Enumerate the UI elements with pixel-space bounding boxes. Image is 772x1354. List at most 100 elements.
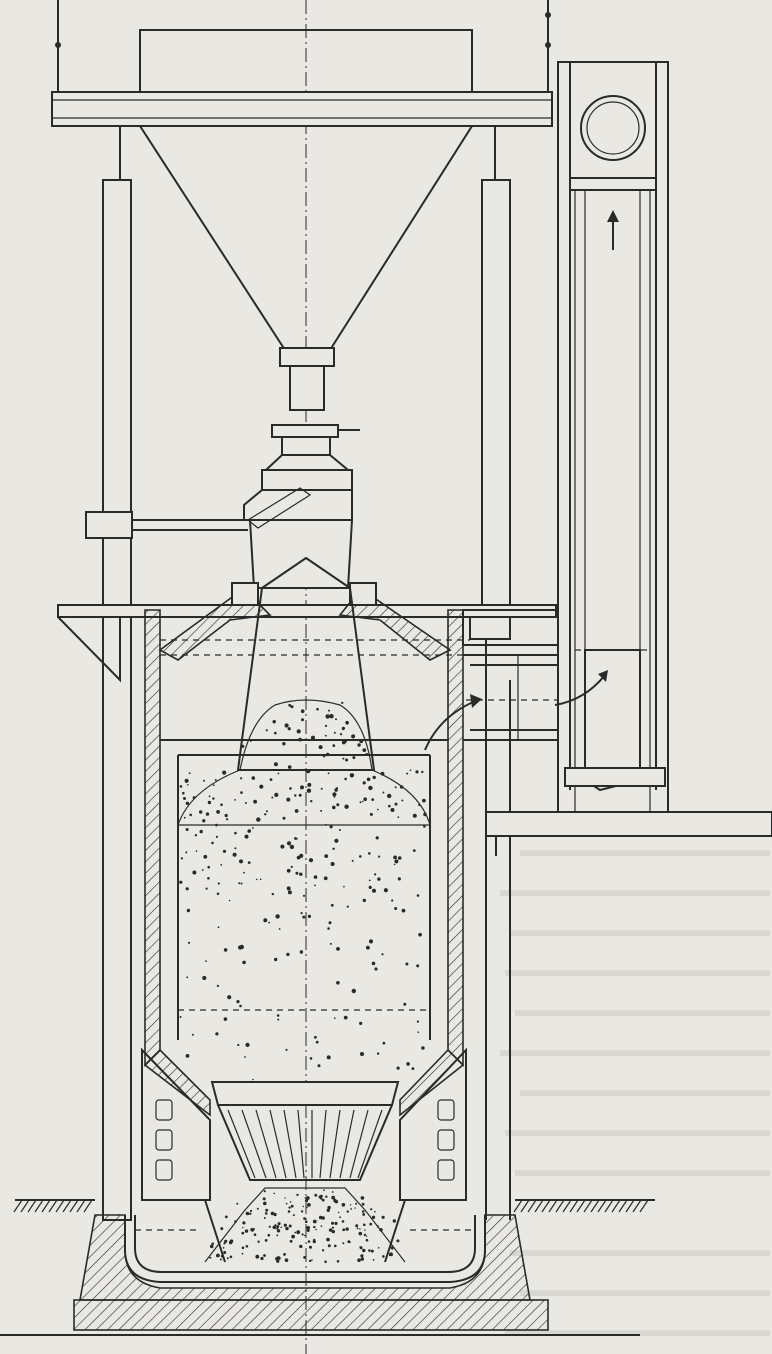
ash-particle: [263, 1217, 266, 1219]
ash-particle: [285, 1202, 288, 1205]
fuel-particle: [390, 808, 395, 812]
fuel-particle: [203, 779, 205, 782]
ash-particle: [300, 1210, 304, 1213]
fuel-particle: [223, 948, 228, 952]
ground-hatch-tick: [48, 1199, 58, 1213]
fuel-particle: [277, 1018, 280, 1021]
fuel-particle: [421, 770, 424, 774]
fuel-particle: [234, 847, 237, 850]
fuel-particle: [416, 1020, 419, 1023]
ash-particle: [296, 1230, 301, 1235]
fuel-particle: [266, 810, 268, 813]
ground-hatch-tick: [611, 1199, 621, 1213]
fuel-particle: [182, 791, 185, 795]
fuel-particle: [205, 887, 208, 890]
fuel-particle: [180, 857, 183, 860]
ash-particle: [242, 1221, 246, 1225]
ash-particle: [326, 1237, 330, 1242]
fuel-particle: [212, 797, 215, 800]
ash-particle: [355, 1224, 359, 1228]
fuel-particle: [401, 799, 404, 802]
fuel-particle: [328, 921, 332, 925]
fuel-particle: [363, 797, 368, 801]
fuel-particle: [287, 765, 292, 769]
fuel-particle: [330, 862, 335, 866]
fuel-particle: [299, 872, 303, 876]
fuel-particle: [342, 757, 345, 760]
fuel-particle: [406, 772, 409, 775]
fuel-particle: [220, 864, 223, 866]
fuel-particle: [207, 865, 210, 869]
ash-particle: [360, 1257, 364, 1261]
fuel-particle: [320, 809, 323, 812]
fuel-particle: [317, 1064, 321, 1068]
ash-particle: [303, 1217, 306, 1220]
top-beam: [51, 91, 553, 127]
fuel-particle: [394, 802, 398, 806]
ash-particle: [305, 1196, 310, 1200]
fuel-particle: [286, 797, 291, 802]
ash-particle: [368, 1249, 371, 1252]
fuel-particle: [329, 825, 333, 829]
ash-particle: [315, 1228, 317, 1231]
fuel-particle: [226, 818, 229, 821]
fuel-particle: [205, 960, 207, 962]
ash-particle: [304, 1234, 306, 1237]
fuel-particle: [409, 769, 412, 771]
ash-particle: [211, 1242, 214, 1246]
ash-particle: [249, 1212, 252, 1216]
fuel-particle: [268, 921, 271, 924]
fuel-particle: [298, 793, 302, 797]
fuel-particle: [234, 799, 237, 801]
fuel-particle: [411, 1067, 415, 1070]
fuel-particle: [285, 1048, 288, 1051]
fuel-particle: [239, 1004, 242, 1008]
fuel-particle: [207, 800, 212, 805]
ash-particle: [345, 1227, 349, 1231]
ash-particle: [209, 1244, 214, 1249]
ash-particle: [354, 1207, 356, 1209]
fuel-particle: [300, 912, 303, 915]
ash-particle: [273, 1192, 276, 1195]
fuel-particle: [263, 918, 268, 923]
fuel-particle: [301, 718, 304, 722]
fuel-particle: [192, 870, 197, 875]
fuel-particle: [232, 852, 237, 857]
fuel-particle: [274, 731, 277, 735]
ash-particle: [360, 1254, 364, 1258]
fuel-particle: [360, 1052, 364, 1056]
fuel-particle: [423, 825, 426, 828]
fuel-particle: [214, 779, 217, 781]
ash-particle: [361, 1202, 365, 1206]
fuel-particle: [325, 714, 330, 719]
fuel-particle: [223, 1017, 228, 1021]
fuel-particle: [271, 796, 274, 799]
ash-particle: [276, 1229, 281, 1233]
ground-hatch-tick: [639, 1199, 649, 1213]
fuel-particle: [294, 809, 299, 813]
ash-particle: [294, 1231, 297, 1234]
ash-particle: [350, 1208, 352, 1210]
suspension-rods: [55, 0, 551, 95]
ash-particle: [333, 1198, 337, 1203]
fuel-particle: [366, 945, 370, 950]
grate-bars: [227, 1109, 383, 1179]
fuel-particle: [215, 835, 218, 839]
fuel-particle: [186, 908, 191, 913]
fuel-particle: [287, 890, 292, 895]
ash-particle: [280, 1226, 283, 1229]
fuel-particle: [271, 892, 274, 896]
ash-particle: [241, 1246, 245, 1250]
ash-heap: [204, 1187, 406, 1264]
fuel-particle: [202, 975, 207, 981]
fuel-particle: [201, 869, 204, 871]
fuel-particle: [237, 1043, 240, 1047]
ash-particle: [313, 1225, 316, 1229]
ash-particle: [392, 1219, 396, 1223]
ash-particle: [362, 1248, 366, 1253]
fuel-particle: [278, 928, 281, 930]
fuel-particle: [365, 753, 369, 756]
fuel-particle: [290, 705, 294, 709]
ash-particle: [331, 1221, 334, 1225]
